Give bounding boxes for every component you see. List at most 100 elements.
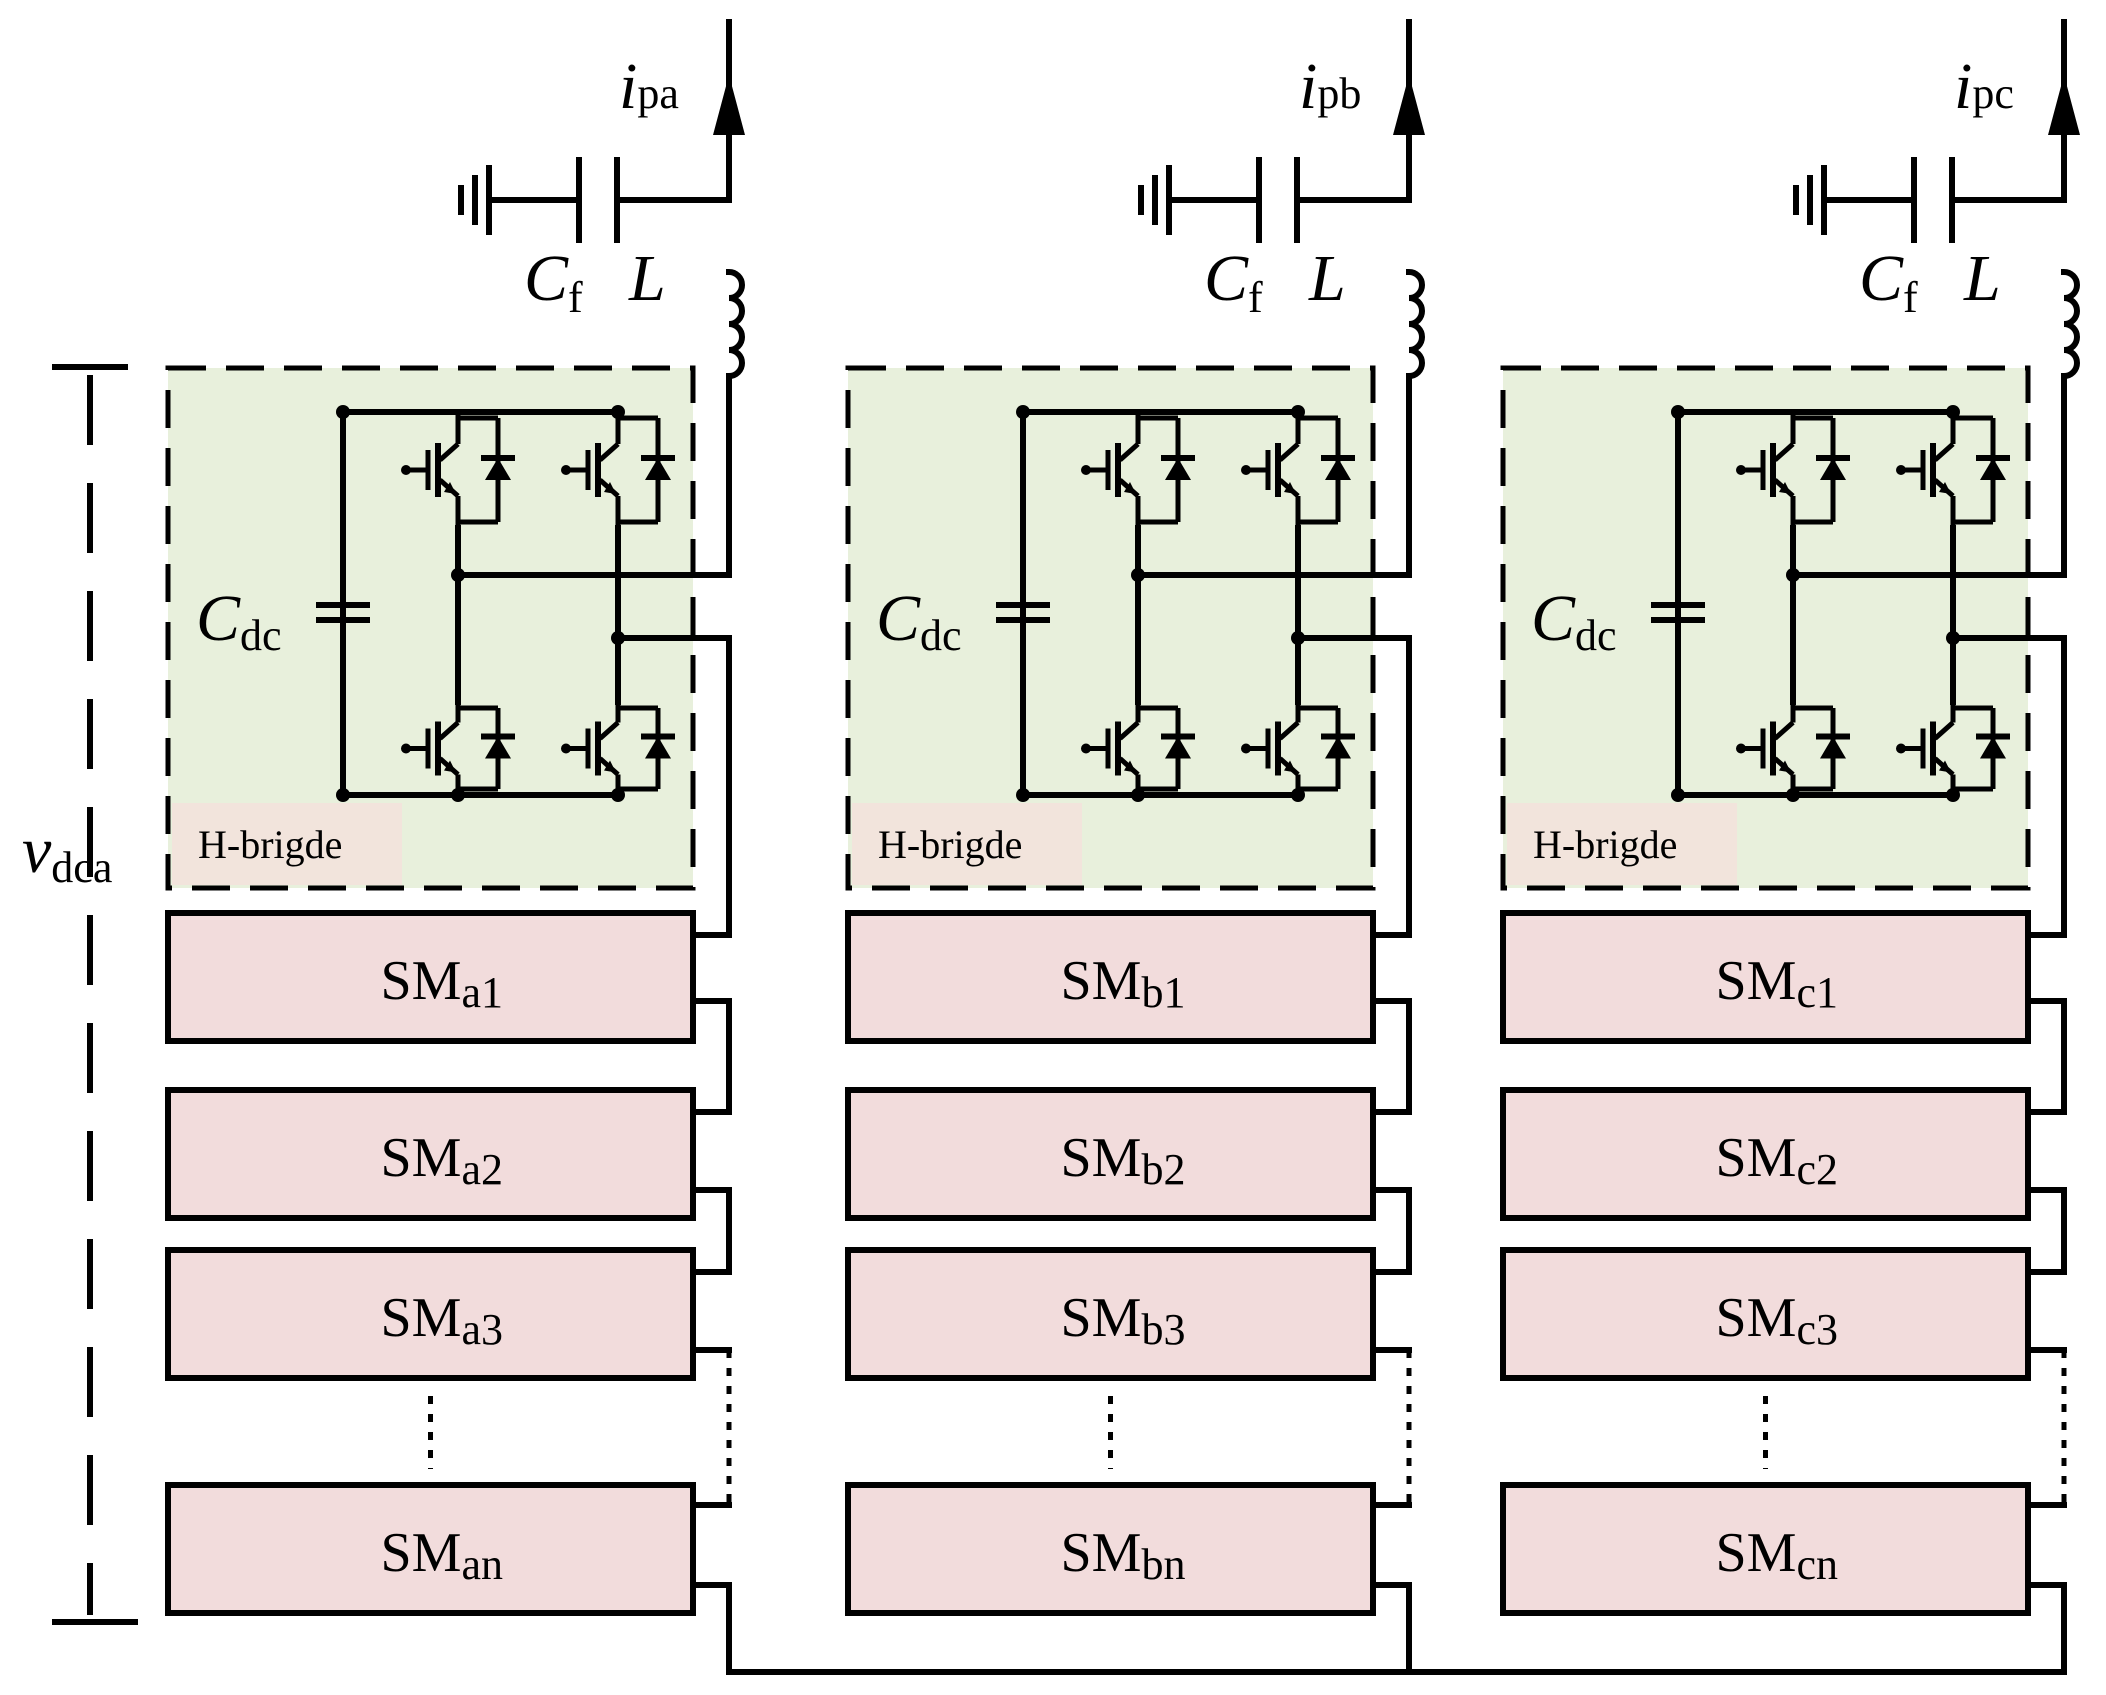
submodule-box [845, 1247, 1376, 1381]
gate-terminal [1081, 465, 1091, 475]
gate-terminal [1896, 465, 1906, 475]
submodule-box [845, 1482, 1376, 1616]
submodule-label: SMcn [1716, 1522, 1838, 1589]
emitter-arrow [1939, 482, 1951, 494]
submodule-box [165, 1482, 696, 1616]
submodule-label: SMc2 [1716, 1127, 1838, 1194]
igbt-switch [1241, 412, 1355, 528]
igbt-switch [561, 702, 675, 795]
submodule-label: SMb2 [1061, 1127, 1186, 1194]
submodule-label: SMbn [1061, 1522, 1186, 1589]
igbt-switch [401, 702, 515, 795]
cdc-label: Cdc [1531, 582, 1617, 660]
current-arrow [1393, 75, 1425, 135]
junction-dot [1016, 788, 1030, 802]
junction-dot [1946, 788, 1960, 802]
inductor-label: L [628, 242, 666, 315]
diode-triangle [1165, 736, 1191, 759]
current-arrow [713, 75, 745, 135]
cf-label: Cf [1859, 242, 1918, 322]
diode-triangle [485, 736, 511, 759]
hbridge-label-bg [172, 803, 402, 885]
inductor-coil [725, 268, 745, 380]
junction-dot [1786, 788, 1800, 802]
gate-terminal [1896, 743, 1906, 754]
cdc-label: Cdc [196, 582, 282, 660]
igbt-switch [1081, 412, 1195, 528]
cf-label: Cf [1204, 242, 1263, 322]
junction-dot [611, 405, 625, 419]
emitter-arrow [1284, 760, 1296, 773]
emitter-arrow [1939, 760, 1951, 773]
submodule-box [1500, 1087, 2031, 1221]
hbridge-box [1500, 365, 2031, 891]
igbt-switch [1081, 702, 1195, 795]
submodule-label: SMan [381, 1522, 503, 1589]
emitter-arrow [444, 482, 456, 494]
cf-label: Cf [524, 242, 583, 322]
submodule-box [1500, 910, 2031, 1044]
junction-dot [336, 788, 350, 802]
submodule-label: SMa1 [381, 950, 503, 1017]
junction-dot [1671, 788, 1685, 802]
current-label: ipc [1954, 50, 2014, 123]
diode-triangle [645, 736, 671, 759]
gate-terminal [1736, 465, 1746, 475]
junction-dot [1291, 788, 1305, 802]
hbridge-label-bg [1507, 803, 1737, 885]
gate-terminal [1241, 465, 1251, 475]
submodule-box [165, 1087, 696, 1221]
submodule-box [1500, 1482, 2031, 1616]
igbt-switch [1241, 702, 1355, 795]
junction-dot [1131, 788, 1145, 802]
gate-terminal [1241, 743, 1251, 754]
emitter-arrow [604, 482, 616, 494]
junction-dot [1946, 405, 1960, 419]
emitter-arrow [1124, 760, 1136, 773]
igbt-switch [1896, 702, 2010, 795]
submodule-label: SMc3 [1716, 1287, 1838, 1354]
gate-terminal [561, 743, 571, 754]
dc-voltage-span: vdca [22, 364, 138, 1625]
inductor-coil [1405, 268, 1425, 380]
gate-terminal [401, 743, 411, 754]
igbt-switch [1896, 412, 2010, 528]
gate-terminal [561, 465, 571, 475]
gate-terminal [1081, 743, 1091, 754]
inductor-label: L [1963, 242, 2001, 315]
diode-triangle [1980, 736, 2006, 759]
submodule-box [845, 1087, 1376, 1221]
diode-triangle [1980, 458, 2006, 480]
hbridge-label-bg [852, 803, 1082, 885]
diode-triangle [485, 458, 511, 480]
current-label: ipa [619, 50, 679, 123]
current-label: ipb [1299, 50, 1361, 123]
current-arrow [2048, 75, 2080, 135]
junction-dot [1671, 405, 1685, 419]
diode-triangle [1820, 736, 1846, 759]
submodule-label: SMc1 [1716, 950, 1838, 1017]
submodule-label: SMb1 [1061, 950, 1186, 1017]
junction-dot [1016, 405, 1030, 419]
inductor-label: L [1308, 242, 1346, 315]
cdc-label: Cdc [876, 582, 962, 660]
submodule-box [165, 910, 696, 1044]
junction-dot [336, 405, 350, 419]
submodule-box [1500, 1247, 2031, 1381]
emitter-arrow [1124, 482, 1136, 494]
inductor-coil [2060, 268, 2080, 380]
submodule-label: SMb3 [1061, 1287, 1186, 1354]
emitter-arrow [444, 760, 456, 773]
dc-voltage-label: vdca [22, 814, 112, 892]
hbridge-label: H-brigde [1533, 822, 1677, 867]
emitter-arrow [1284, 482, 1296, 494]
gate-terminal [1736, 743, 1746, 754]
junction-dot [1291, 405, 1305, 419]
igbt-switch [1736, 702, 1850, 795]
submodule-box [165, 1247, 696, 1381]
emitter-arrow [604, 760, 616, 773]
